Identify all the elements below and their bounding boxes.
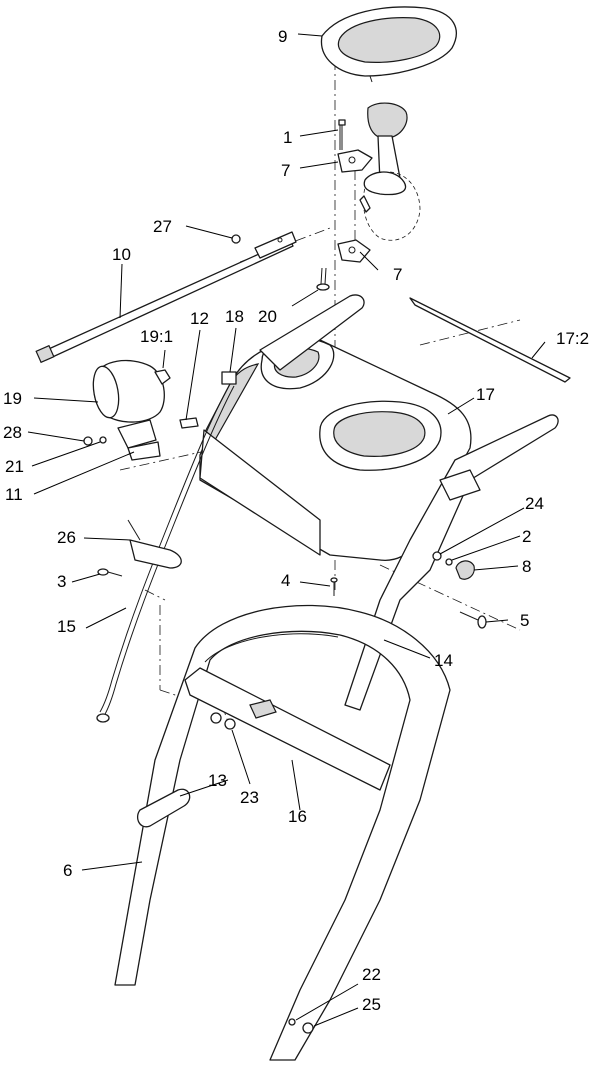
part-14-upper-handle [259,294,559,711]
part-13-cable-guide [136,788,191,828]
callout-16: 16 [288,807,307,826]
callout-5: 5 [520,611,529,630]
part-1-bolt [338,119,346,150]
callout-1: 1 [283,128,292,147]
callout-19-1: 19:1 [140,327,173,346]
callout-18: 18 [225,307,244,326]
callout-17: 17 [476,385,495,404]
part-17-2-decal [409,297,571,383]
callout-4: 4 [281,571,290,590]
part-19-light [92,359,171,423]
callout-17-2: 17:2 [556,329,589,348]
part-9-cover [320,6,457,83]
callout-8: 8 [522,557,531,576]
callout-2: 2 [522,527,531,546]
callout-7-lower: 7 [393,265,402,284]
part-22-washer [288,1018,296,1026]
part-27-nut [231,234,241,244]
callout-12: 12 [190,309,209,328]
callout-14: 14 [434,651,453,670]
part-7-bracket-lower [337,239,371,263]
chute-control-assembly [359,102,421,241]
callout-11: 11 [5,485,23,504]
callout-25: 25 [362,995,381,1014]
part-4-screw [330,577,338,596]
part-6-lower-handle [114,604,451,1061]
part-7-bracket-upper [337,149,373,173]
part-16-crossbar [184,667,391,791]
part-15-harness [96,383,235,723]
part-10-rod [35,231,297,364]
callout-labels: 9 1 7 7 27 10 20 19:1 12 18 19 28 21 11 … [3,27,589,1014]
part-12-clip [179,417,199,429]
part-24-nut [432,551,442,561]
part-11-bracket [117,419,161,461]
part-3-bolt [97,568,123,577]
callout-23: 23 [240,788,259,807]
part-25-nut [302,1022,314,1034]
callout-7-upper: 7 [281,161,290,180]
part-20-bolt [316,267,330,291]
callout-24: 24 [525,494,544,513]
callout-28: 28 [3,423,22,442]
leader-lines [27,33,546,1027]
part-26-cable-guide [127,519,182,569]
part-23-nut [210,712,236,730]
part-5-bolt [459,611,487,629]
callout-27: 27 [153,217,172,236]
callout-20: 20 [258,307,277,326]
part-28-nut [83,436,93,446]
part-21-washer [99,436,107,444]
part-8-knob [455,560,475,580]
callout-22: 22 [362,965,381,984]
part-2-washer [445,558,453,566]
callout-9: 9 [278,27,287,46]
callout-26: 26 [57,528,76,547]
callout-21: 21 [5,457,24,476]
callout-19: 19 [3,389,22,408]
callout-10: 10 [112,245,131,264]
part-18-connector [221,371,237,385]
callout-15: 15 [57,617,76,636]
callout-6: 6 [63,861,72,880]
callout-3: 3 [57,572,66,591]
callout-13: 13 [208,771,227,790]
